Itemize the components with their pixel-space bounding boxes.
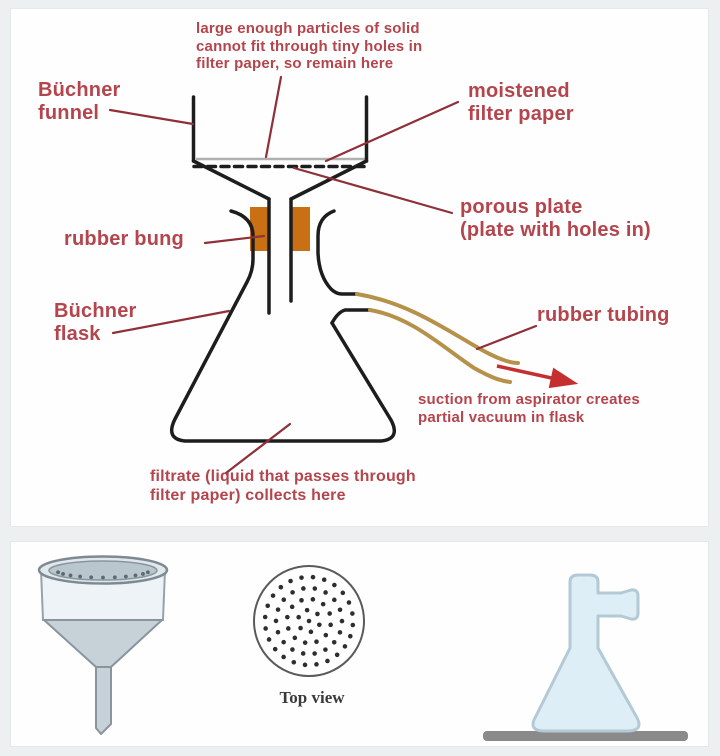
flask-sidearm-bottom xyxy=(330,308,372,325)
suction-note: suction from aspirator creates partial v… xyxy=(418,391,640,426)
pointer-filtrate xyxy=(224,422,292,475)
funnel-rim-holes xyxy=(56,570,150,580)
tubing-bottom-line xyxy=(368,308,512,384)
pointer-buchner-flask xyxy=(111,309,231,335)
pointer-lines xyxy=(108,75,538,475)
rubber-tubing-label: rubber tubing xyxy=(537,304,670,326)
pointer-moistened-paper xyxy=(324,100,460,163)
funnel-rim-inner xyxy=(48,560,158,581)
bench-surface xyxy=(483,731,688,741)
buchner-apparatus-diagram xyxy=(108,75,579,475)
flask-outline xyxy=(169,209,397,443)
buchner-flask-illustration xyxy=(483,573,688,741)
rubber-bung-label: rubber bung xyxy=(64,228,184,250)
rubber-tubing-shape xyxy=(355,292,520,384)
flask-neck-right xyxy=(316,209,359,296)
filtrate-note: filtrate (liquid that passes through fil… xyxy=(150,468,416,504)
top-view-plate-holes xyxy=(262,574,356,668)
buchner-funnel-illustration xyxy=(37,555,169,735)
moistened-filter-paper-label: moistened filter paper xyxy=(468,80,574,125)
glassware-lines xyxy=(169,95,397,443)
rubber-bung-right xyxy=(291,207,310,251)
top-view-caption: Top view xyxy=(279,688,345,707)
tubing-top-line xyxy=(355,292,520,365)
pointer-buchner-funnel xyxy=(108,108,195,126)
funnel-cone-right xyxy=(289,159,369,201)
porous-plate-label: porous plate (plate with holes in) xyxy=(460,196,651,241)
buchner-flask-label: Büchner flask xyxy=(54,300,137,345)
funnel-cone xyxy=(43,619,163,668)
rubber-bung-shape xyxy=(250,207,310,251)
funnel-cone-left xyxy=(191,159,271,201)
pointer-rubber-tubing xyxy=(475,324,538,351)
buchner-funnel-label: Büchner funnel xyxy=(38,79,121,124)
pointer-rubber-bung xyxy=(203,234,266,245)
pointer-particles xyxy=(264,75,283,159)
particles-note: large enough particles of solid cannot f… xyxy=(196,20,423,72)
suction-arrow-icon xyxy=(496,364,579,389)
flask-shape xyxy=(531,573,641,733)
pointer-porous-plate xyxy=(292,166,454,215)
funnel-stem xyxy=(95,666,112,735)
porous-plate-top-view xyxy=(253,565,365,677)
